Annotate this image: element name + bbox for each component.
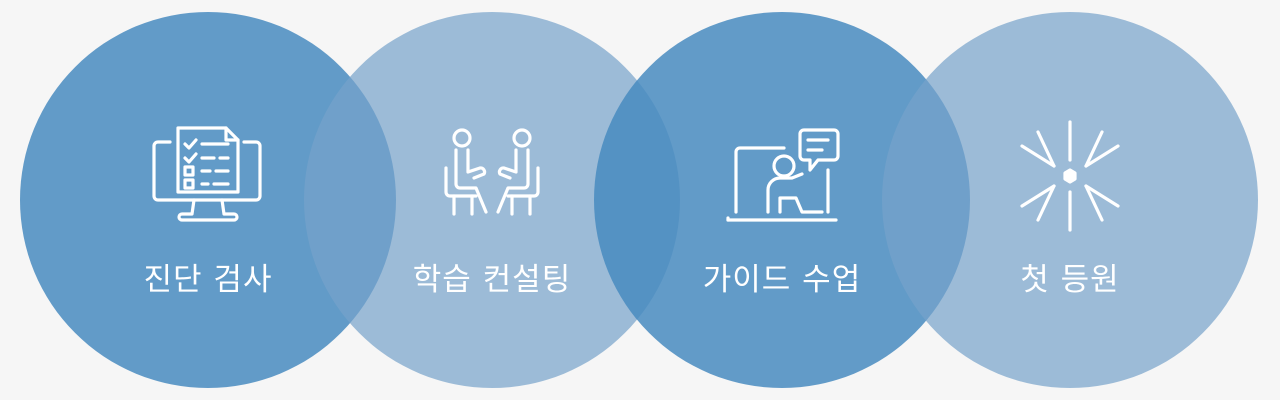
step-diagnostic-test: 진단 검사 — [58, 120, 358, 299]
first-attendance-starburst-icon — [1020, 120, 1120, 232]
step-label: 가이드 수업 — [702, 262, 862, 298]
step-label: 첫 등원 — [1020, 262, 1120, 298]
step-first-attendance: 첫 등원 — [920, 120, 1220, 299]
step-learning-consulting: 학습 컨설팅 — [342, 120, 642, 299]
guided-lesson-teacher-icon — [726, 128, 840, 222]
consulting-two-people-icon — [444, 128, 540, 216]
step-label: 학습 컨설팅 — [412, 262, 572, 298]
diagnostic-test-monitor-icon — [152, 126, 262, 222]
step-label: 진단 검사 — [143, 262, 273, 298]
step-guided-lesson: 가이드 수업 — [632, 120, 932, 299]
